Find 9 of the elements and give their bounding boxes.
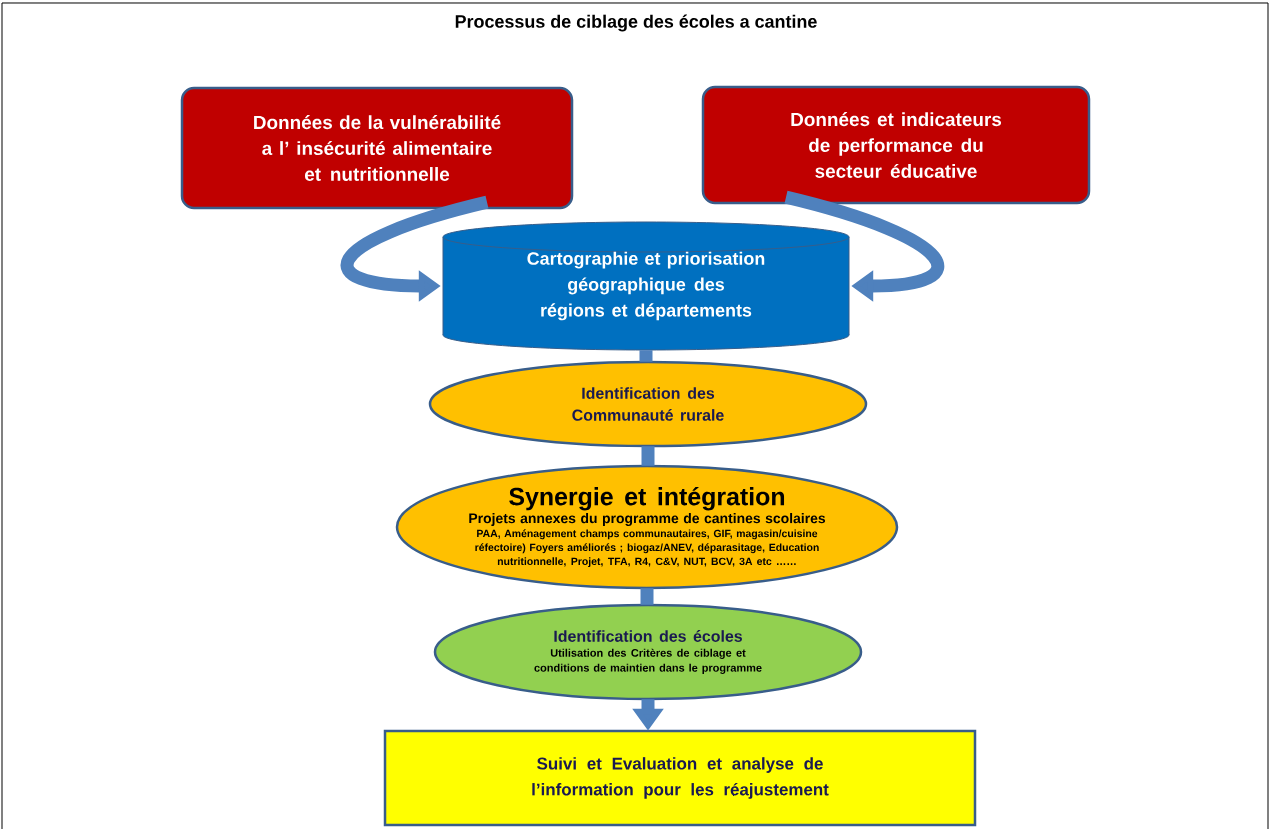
connector: [640, 588, 654, 605]
title: Processus de ciblage des écoles a cantine: [455, 14, 817, 32]
database-cylinder: Cartographie et priorisation géographique des régions et départements: [442, 221, 850, 351]
data-box: Données de la vulnérabilité a l’ insécurité alimentaire et nutritionnelle: [180, 86, 574, 210]
connector: [641, 446, 655, 466]
process-box: Suivi et Evaluation et analyse de l’information pour les réajustement: [383, 729, 977, 827]
data-box: Données et indicateurs de performance du secteur éducative: [701, 85, 1091, 205]
curved-arrow: [784, 190, 945, 302]
connector: [639, 350, 653, 362]
